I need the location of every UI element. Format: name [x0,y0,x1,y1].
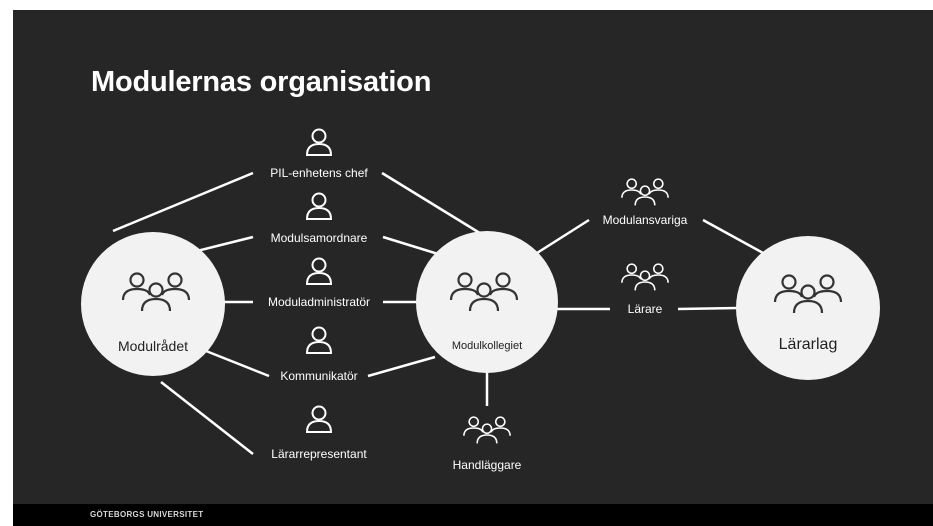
role-modulansvariga: Modulansvariga [597,212,693,228]
line-modulradet-kommunikator [200,347,270,378]
role-larare: Lärare [622,301,668,317]
slide: Modulernas organisation PIL-enhetens che… [13,10,933,526]
line-modulradet-pil [112,171,254,233]
role-lararrepresentant: Lärarrepresentant [266,446,372,462]
line-modulkollegiet-modulansvariga [536,218,590,255]
footer-bar: GÖTEBORGS UNIVERSITET [13,504,933,526]
line-larare-lararlag [677,306,739,311]
footer-university: GÖTEBORGS UNIVERSITET [90,510,204,519]
slide-title: Modulernas organisation [91,66,432,98]
line-samordnare-modulkollegiet [382,235,439,256]
node-modulkollegiet: Modulkollegiet [451,340,523,352]
lararlag-circle [736,236,880,380]
role-kommunikator: Kommunikatör [275,368,363,384]
node-handlaggare: Handläggare [452,458,522,472]
diagram-canvas [81,128,880,455]
moduladministrator-person-icon [306,257,332,285]
modulsamordnare-person-icon [306,192,332,220]
larare-group-icon [621,263,669,292]
role-moduladministrator: Moduladministratör [262,294,376,310]
pil-chef-person-icon [306,128,332,156]
modulradet-circle [81,232,225,376]
kommunikator-person-icon [306,326,332,354]
line-pil-modulkollegiet [381,171,484,237]
line-modulansvariga-lararlag [702,218,766,256]
line-kommunikator-modulkollegiet [367,355,436,378]
node-lararlag: Lärarlag [778,336,838,353]
modulansvariga-group-icon [621,178,669,207]
role-pil-chef: PIL-enhetens chef [265,165,373,181]
handlaggare-group-icon [463,416,511,445]
role-modulsamordnare: Modulsamordnare [265,230,373,246]
lararrepresentant-person-icon [306,405,332,433]
line-modulradet-lararrepresentant [160,381,254,455]
node-modulradet: Modulrådet [117,338,189,354]
modulkollegiet-circle [416,231,558,373]
